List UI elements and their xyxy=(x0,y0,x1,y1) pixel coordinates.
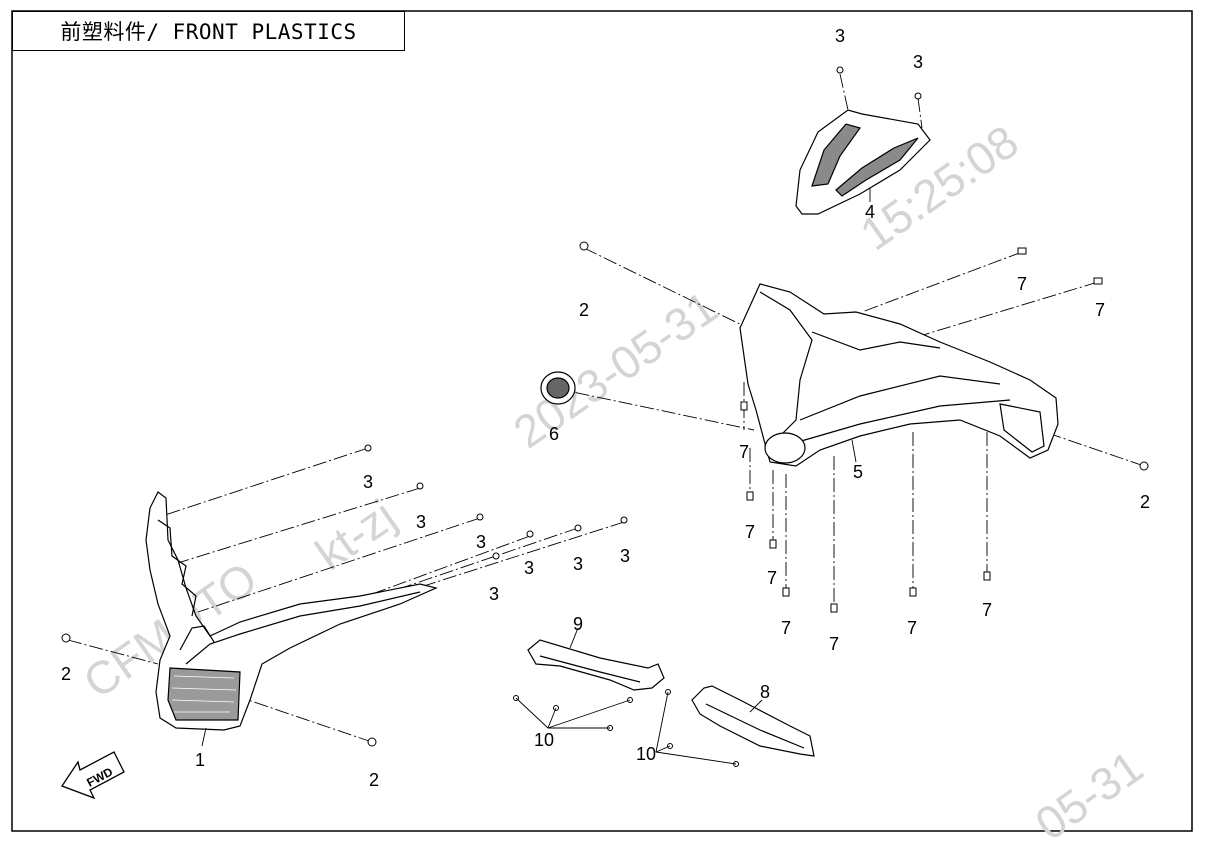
part-6-emblem xyxy=(540,371,576,405)
callout-labels: 1 2 2 2 2 3 3 3 3 3 3 3 3 3 4 5 6 7 7 7 … xyxy=(61,26,1150,790)
drawing-border xyxy=(11,10,1193,832)
callout-1: 1 xyxy=(195,750,205,770)
callout-7-c: 7 xyxy=(739,442,749,462)
watermark: CFMOTO kt-zj 2023-05-31 15:25:08 05-31 xyxy=(74,115,1152,846)
watermark-date: 2023-05-31 xyxy=(504,281,727,459)
part-5-front-hood xyxy=(739,283,1059,467)
fwd-arrow: FWD xyxy=(61,751,125,800)
title-box: 前塑料件/ FRONT PLASTICS xyxy=(12,11,405,51)
callout-3-e: 3 xyxy=(524,558,534,578)
callout-7-a: 7 xyxy=(1017,274,1027,294)
watermark-user: kt-zj xyxy=(306,489,405,580)
callout-10-b: 10 xyxy=(636,744,656,764)
callout-9: 9 xyxy=(573,614,583,634)
callout-2-top: 2 xyxy=(579,300,589,320)
callout-2-right: 2 xyxy=(1140,492,1150,512)
callout-4: 4 xyxy=(865,202,875,222)
callout-2-bottom: 2 xyxy=(369,770,379,790)
fasteners xyxy=(61,66,1149,767)
callout-5: 5 xyxy=(853,462,863,482)
callout-7-i: 7 xyxy=(982,600,992,620)
callout-3-b: 3 xyxy=(416,512,426,532)
callout-6: 6 xyxy=(549,424,559,444)
part-1-front-fascia xyxy=(145,491,438,731)
callout-7-d: 7 xyxy=(745,522,755,542)
part-9-left-bracket xyxy=(527,639,665,691)
callout-7-b: 7 xyxy=(1095,300,1105,320)
callout-10-a: 10 xyxy=(534,730,554,750)
watermark-date-fragment: 05-31 xyxy=(1026,740,1152,842)
callout-3-d: 3 xyxy=(489,584,499,604)
callout-3-top-b: 3 xyxy=(913,52,923,72)
callout-3-c: 3 xyxy=(476,532,486,552)
callout-10-leaders xyxy=(201,188,871,765)
callout-7-g: 7 xyxy=(829,634,839,654)
page-title: 前塑料件/ FRONT PLASTICS xyxy=(60,20,357,44)
callout-8: 8 xyxy=(760,682,770,702)
callout-3-a: 3 xyxy=(363,472,373,492)
callout-2-left: 2 xyxy=(61,664,71,684)
part-4-upper-cover xyxy=(795,109,931,215)
callout-3-f: 3 xyxy=(573,554,583,574)
callout-3-g: 3 xyxy=(620,546,630,566)
callout-3-top-a: 3 xyxy=(835,26,845,46)
callout-7-h: 7 xyxy=(907,618,917,638)
callout-7-f: 7 xyxy=(781,618,791,638)
callout-7-e: 7 xyxy=(767,568,777,588)
part-8-right-bracket xyxy=(691,685,815,757)
